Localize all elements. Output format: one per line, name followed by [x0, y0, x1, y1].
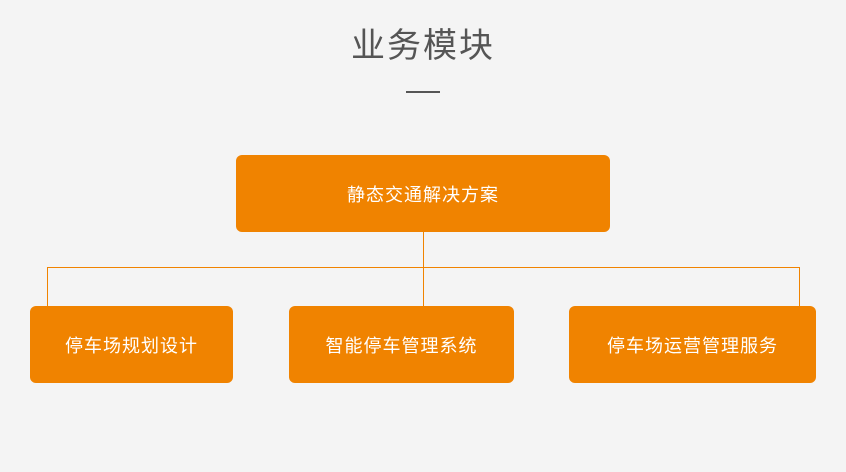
connector-center-drop [423, 267, 424, 306]
child-node-parking-operation-service: 停车场运营管理服务 [569, 306, 816, 383]
page-title: 业务模块 [351, 26, 495, 66]
child-node-parking-planning: 停车场规划设计 [30, 306, 233, 383]
child-node-label: 智能停车管理系统 [325, 335, 478, 357]
child-node-label: 停车场运营管理服务 [607, 335, 778, 357]
root-node: 静态交通解决方案 [236, 155, 610, 232]
root-node-label: 静态交通解决方案 [347, 184, 499, 206]
connector-root-down [423, 231, 424, 268]
connector-right-drop [799, 267, 800, 306]
child-node-smart-parking-system: 智能停车管理系统 [289, 306, 514, 383]
connector-left-drop [47, 267, 48, 306]
child-node-label: 停车场规划设计 [65, 335, 198, 357]
title-divider [406, 91, 440, 93]
